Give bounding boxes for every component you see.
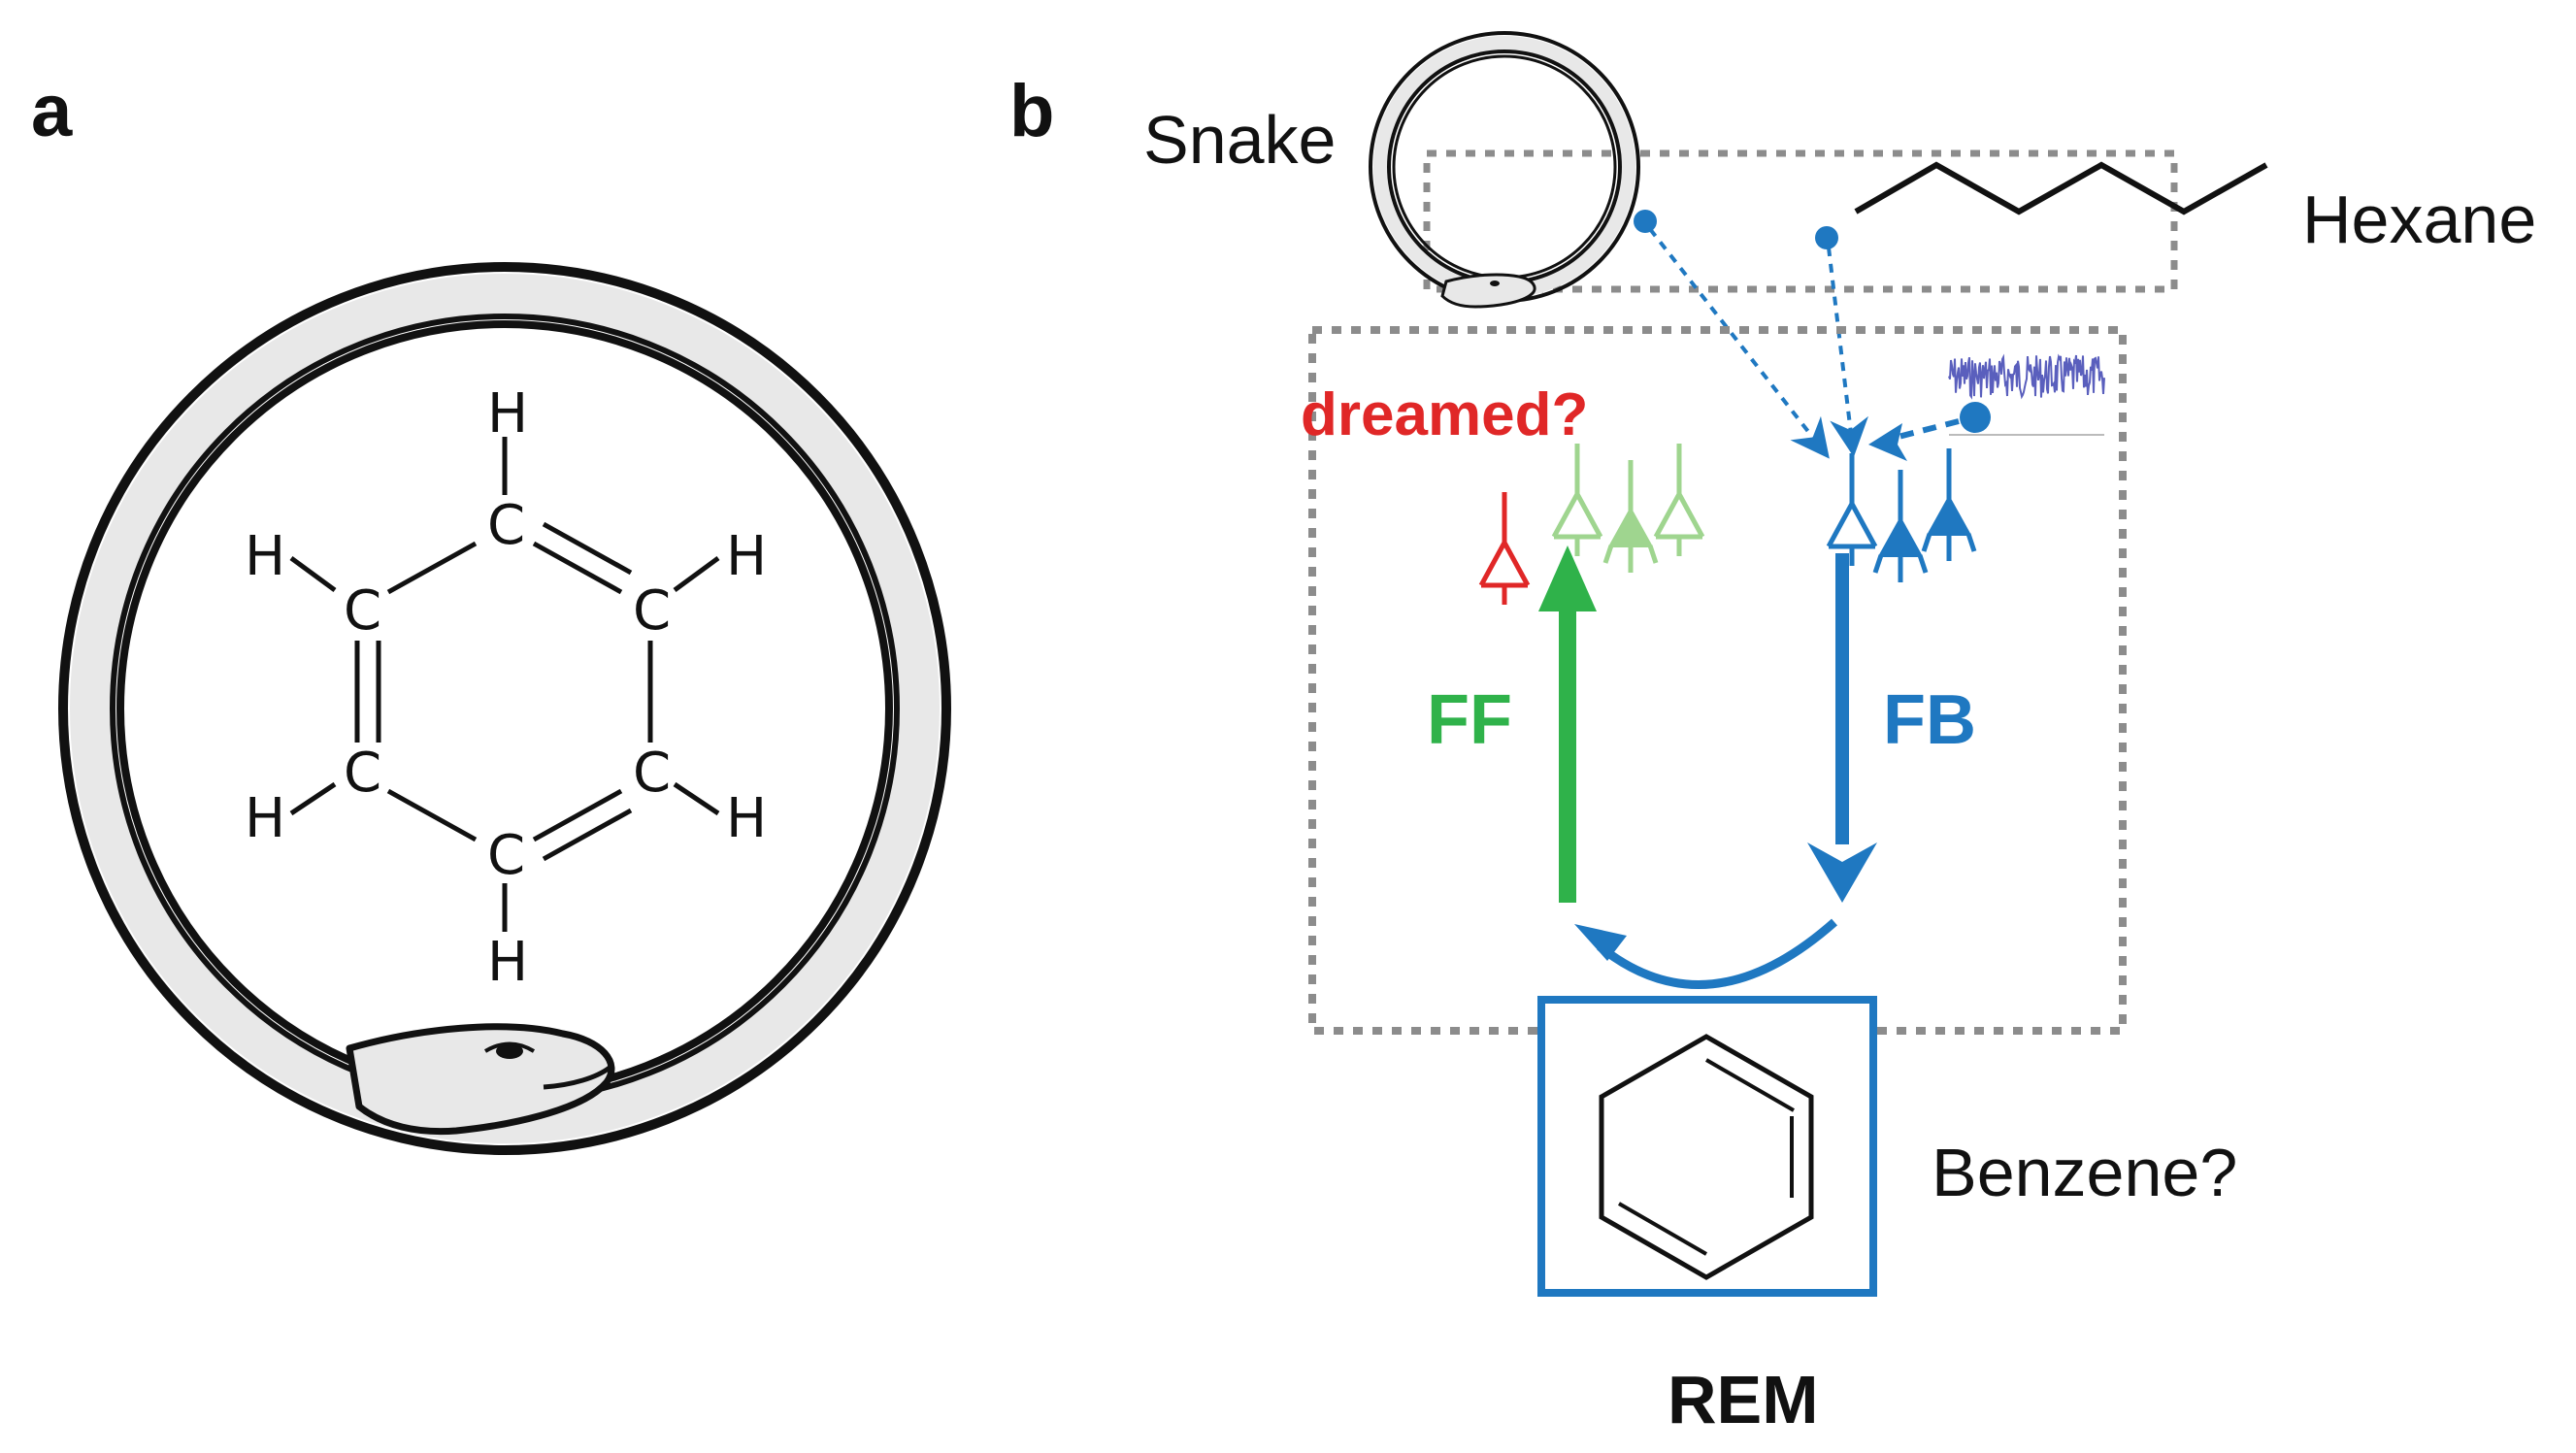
hydrogen-upper-left: H [245,525,285,588]
input-projection-arrows [1634,210,1868,459]
return-curve-arrow [1574,918,1837,990]
neuron-blue-3 [1924,448,1974,561]
hydrogen-lower-left: H [245,787,285,850]
neuron-light-green-1 [1554,444,1601,556]
input-dashed-box [1423,149,2178,293]
neuron-red [1481,492,1528,605]
benzene-output-box [1537,996,1877,1297]
neuron-blue-2 [1875,470,1926,582]
dreamed-label: dreamed? [1301,381,1588,448]
panel-b-label: b [1009,70,1054,152]
hydrogen-lower-right: H [726,787,767,850]
panel-a-label: a [31,70,73,152]
benzene-label: Benzene? [1932,1135,2237,1210]
benzene-hexagon-icon [1599,1034,1814,1280]
rem-label: REM [1668,1362,1819,1437]
carbon-lower-right: C [633,742,671,805]
snake-label: Snake [1143,102,1336,178]
noise-input-arrow [1868,402,1991,461]
hydrogen-top: H [487,382,528,446]
fb-label: FB [1883,681,1976,759]
carbon-lower-left: C [344,742,381,805]
feedback-arrow [1807,553,1877,903]
hexane-label: Hexane [2302,182,2536,257]
small-ouroboros-icon [1369,31,1640,309]
carbon-bottom: C [487,824,525,887]
ff-label: FF [1427,681,1512,759]
input-neuron-group [1829,448,1974,582]
carbon-upper-left: C [344,579,381,643]
noise-trace-icon [1948,353,2105,436]
benzene-kekule-structure: H C H C H C C H C H C H [245,382,767,994]
neuron-light-green-3 [1656,444,1702,556]
carbon-upper-right: C [633,579,671,643]
carbon-top: C [487,494,525,557]
neuron-light-green-2 [1605,460,1656,573]
dreamed-neuron-group [1481,444,1702,605]
ouroboros-snake-icon [58,262,951,1155]
neuron-blue-1 [1829,453,1875,566]
feedforward-arrow [1538,545,1597,903]
hydrogen-upper-right: H [726,525,767,588]
hexane-skeletal-structure [1854,161,2268,215]
hydrogen-bottom: H [487,931,528,994]
